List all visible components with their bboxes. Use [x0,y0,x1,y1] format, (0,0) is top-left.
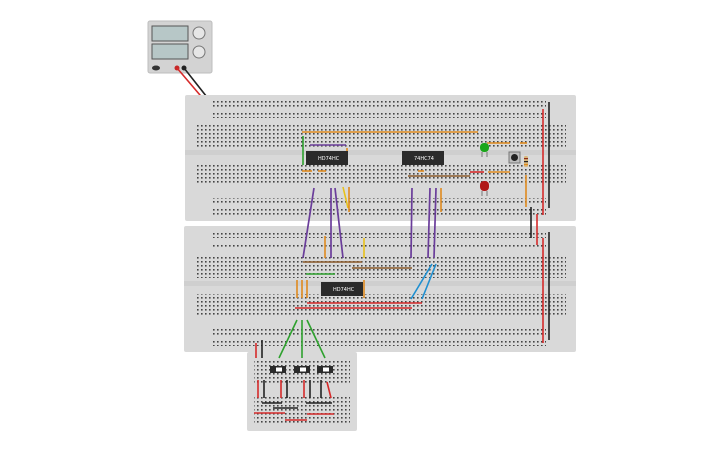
chip-1: HD74HC [306,151,348,165]
wire-blue-2 [421,263,437,300]
wire-green-down-3 [306,319,326,359]
breadboard-middle [184,226,576,352]
wire-blue-1 [410,263,433,300]
psu-power-switch[interactable] [152,65,160,71]
wire-red-small-4 [326,381,332,399]
psu-knob-2[interactable] [192,45,206,59]
psu-display-2 [151,43,189,60]
red-led [480,181,489,196]
wire-green-down-1 [278,319,298,359]
chip-2: 74HC74 [402,151,444,165]
chip-1-label: HD74HC [318,156,340,162]
wire-purple-down-4 [410,187,413,259]
psu-knob-1[interactable] [192,26,206,40]
push-button[interactable] [508,151,521,164]
dip-switch-2[interactable] [294,366,310,373]
green-led [480,143,489,157]
resistor [524,156,528,167]
wire-purple-down-3 [334,187,344,259]
wire-purple-down-1 [302,187,315,259]
chip-3: HD74HC [321,282,363,296]
dip-switch-1[interactable] [270,366,286,373]
wire-yellow-top [342,186,349,209]
wire-purple-down-5 [427,187,431,259]
psu-display-1 [151,25,189,42]
breadboard-top [185,95,576,221]
wire-purple-down-6 [433,187,437,259]
chip-2-label: 74HC74 [414,156,434,162]
power-supply[interactable] [147,20,213,74]
dip-switch-3[interactable] [317,366,333,373]
chip-3-label: HD74HC [333,287,355,293]
